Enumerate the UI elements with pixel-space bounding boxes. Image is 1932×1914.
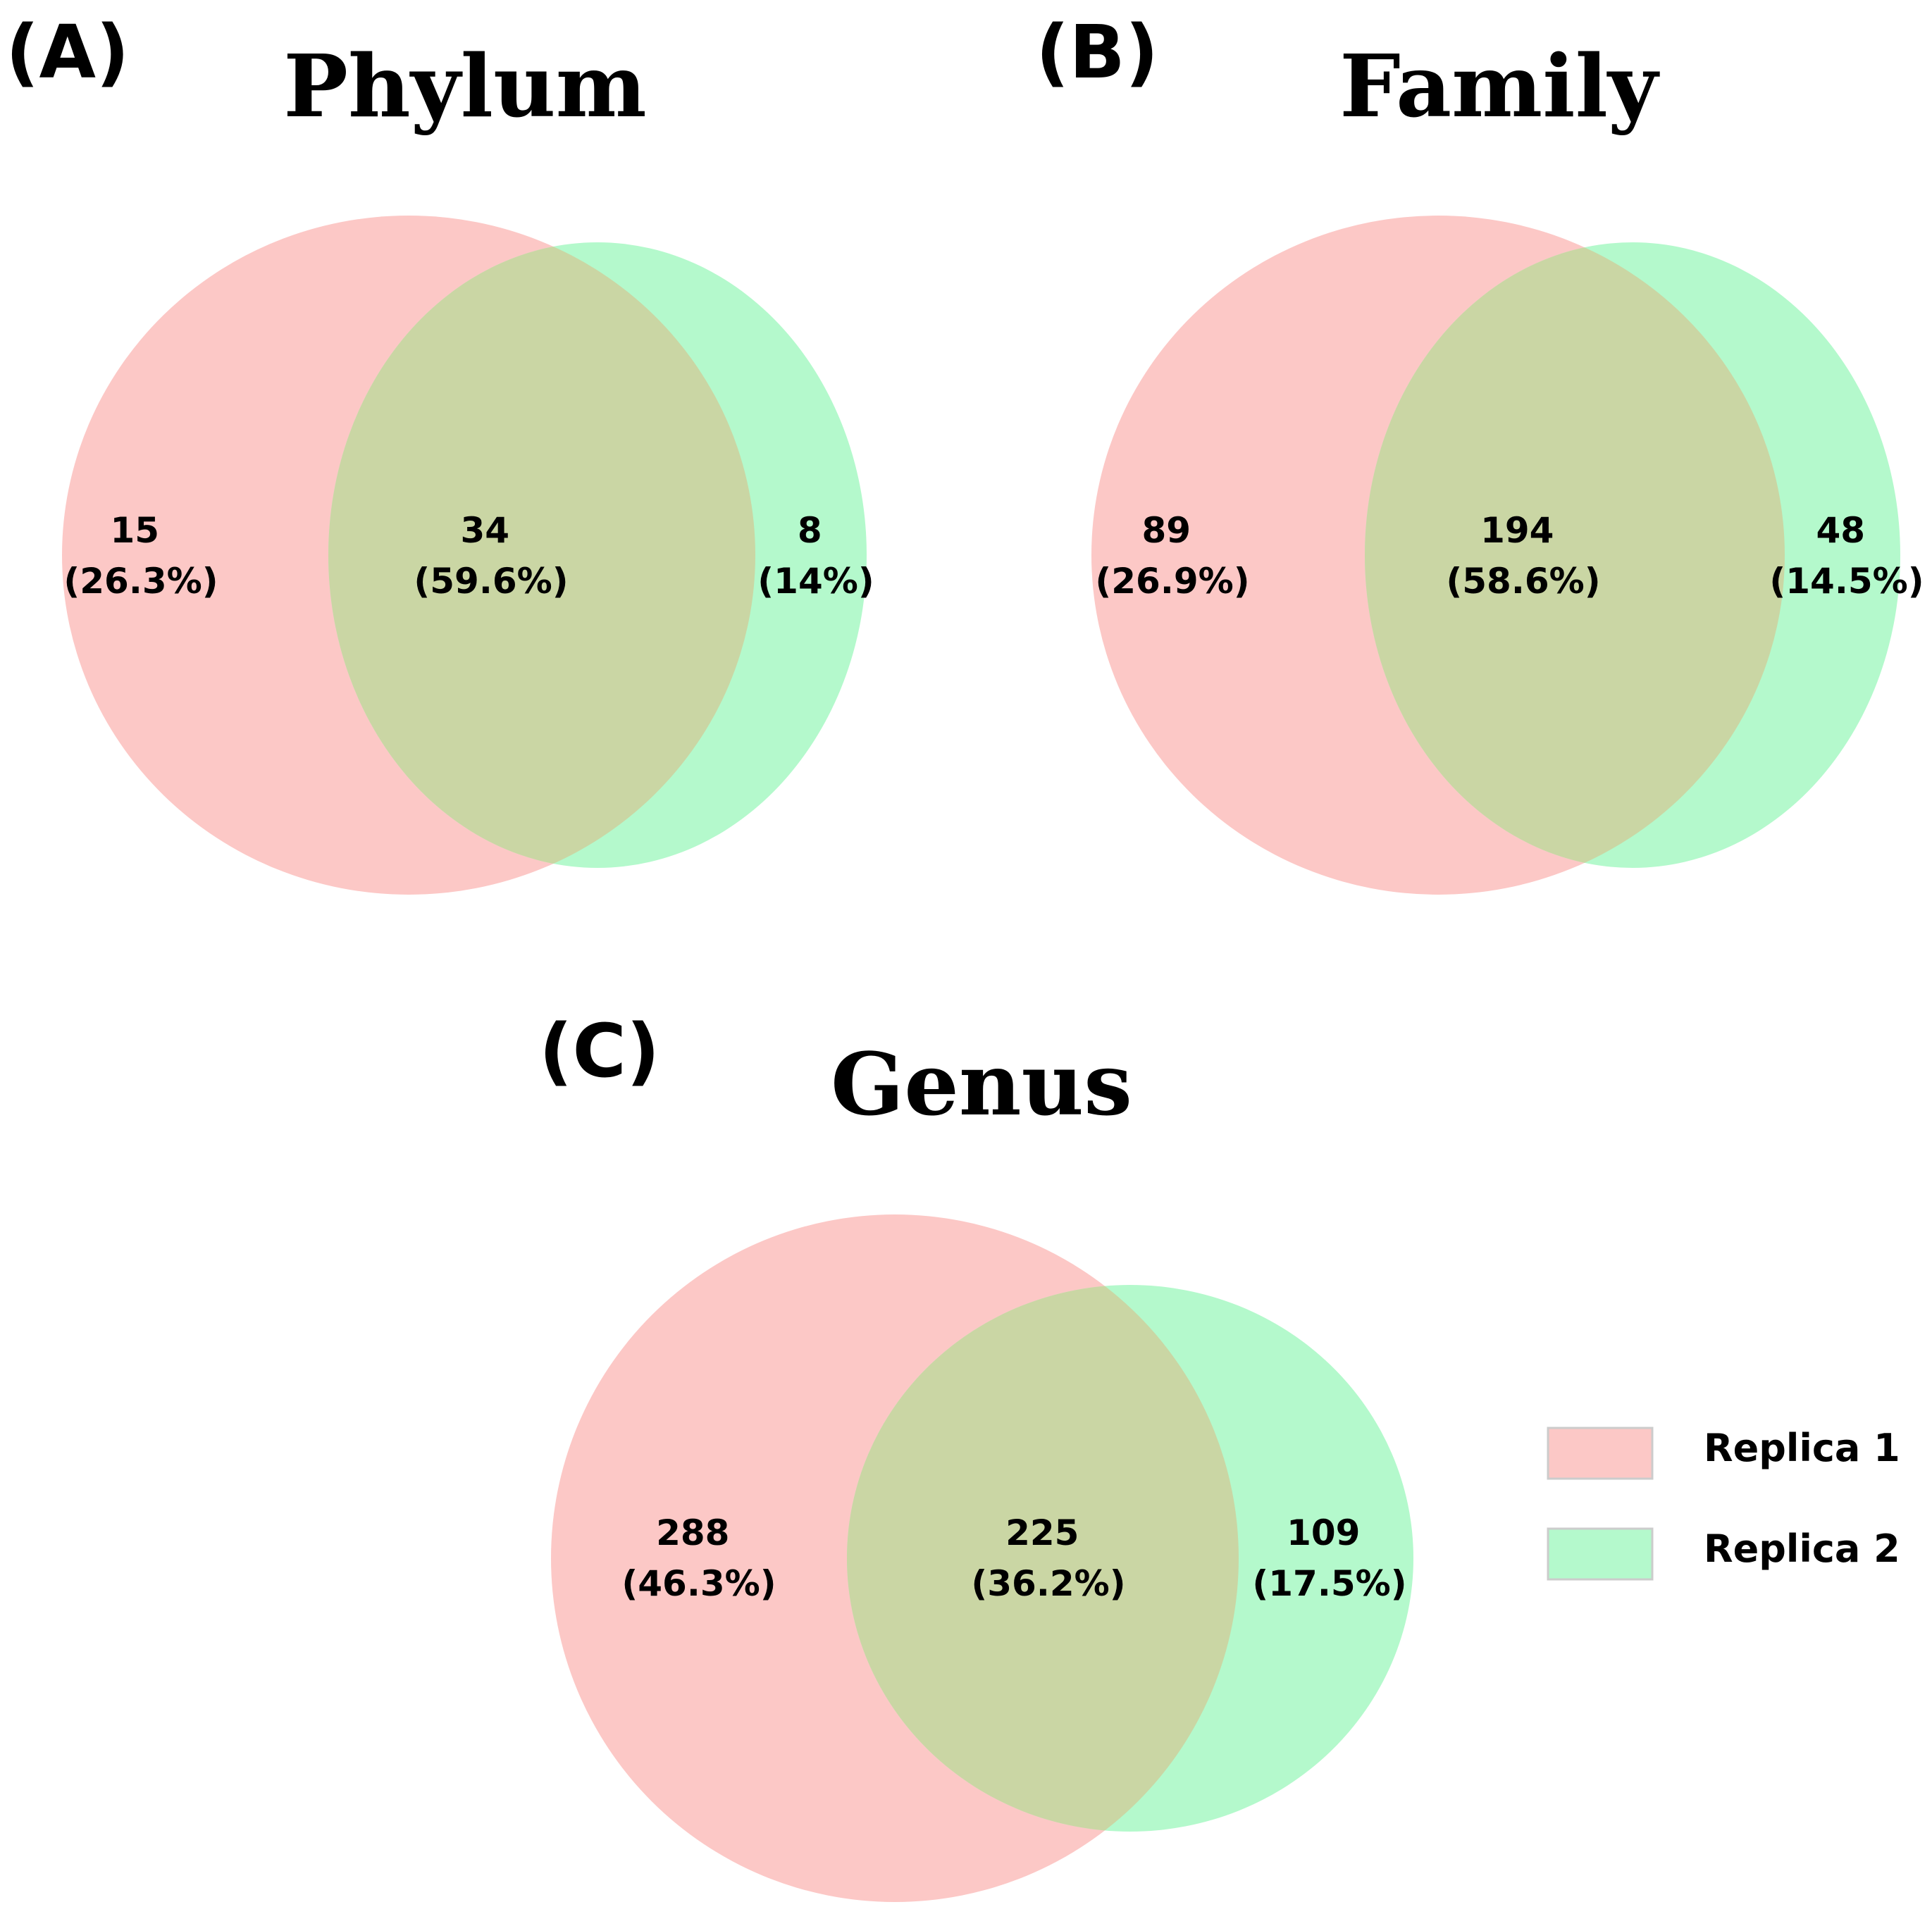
panel-letter: (B) (1036, 9, 1158, 95)
panel-title: Phylum (283, 35, 646, 137)
only-replica-2-label: 48 (14.5%) (1769, 510, 1924, 602)
only-replica-1-count: 288 (656, 1512, 729, 1553)
legend-label: Replica 1 (1704, 1426, 1900, 1470)
shared-count: 225 (1005, 1512, 1079, 1553)
only-replica-1-count: 15 (110, 510, 159, 551)
panel-title: Family (1339, 35, 1660, 137)
venn-diagram (551, 1214, 1413, 1902)
only-replica-2-label: 109 (17.5%) (1252, 1512, 1406, 1604)
venn-diagram (62, 216, 867, 895)
only-replica-2-percent: (17.5%) (1252, 1563, 1406, 1604)
shared-percent: (36.2%) (971, 1563, 1125, 1604)
only-replica-1-percent: (46.3%) (621, 1563, 776, 1604)
shared-percent: (59.6%) (414, 561, 568, 602)
only-replica-1-percent: (26.3%) (63, 561, 218, 602)
legend-swatch (1547, 1427, 1654, 1480)
only-replica-2-count: 109 (1287, 1512, 1360, 1553)
only-replica-1-percent: (26.9%) (1095, 561, 1249, 602)
shared-percent: (58.6%) (1446, 561, 1600, 602)
venn-diagram (1091, 216, 1900, 895)
only-replica-2-label: 8 (14%) (757, 510, 874, 602)
panel-letter: (A) (6, 9, 130, 95)
only-replica-2-count: 8 (798, 510, 822, 551)
shared-count: 34 (460, 510, 509, 551)
only-replica-1-label: 89 (26.9%) (1095, 510, 1249, 602)
only-replica-1-count: 89 (1141, 510, 1191, 551)
only-replica-2-count: 48 (1816, 510, 1865, 551)
only-replica-2-percent: (14.5%) (1769, 561, 1924, 602)
only-replica-1-label: 15 (26.3%) (63, 510, 218, 602)
panel-family: (B) Family 89 (26.9%) 194 (58.6%) 48 (14… (1036, 9, 1924, 895)
shared-label: 225 (36.2%) (971, 1512, 1125, 1604)
shared-label: 194 (58.6%) (1446, 510, 1600, 602)
panel-phylum: (A) Phylum 15 (26.3%) 34 (59.6%) 8 (14%) (6, 9, 874, 895)
shared-count: 194 (1480, 510, 1554, 551)
legend-item-replica-1: Replica 1 (1547, 1426, 1900, 1480)
overlap-region (847, 1285, 1239, 1832)
only-replica-2-percent: (14%) (757, 561, 874, 602)
legend-item-replica-2: Replica 2 (1547, 1527, 1900, 1581)
shared-label: 34 (59.6%) (414, 510, 568, 602)
panel-letter: (C) (539, 1008, 660, 1094)
legend: Replica 1 Replica 2 (1547, 1426, 1900, 1581)
panel-title: Genus (831, 1033, 1132, 1135)
panel-genus: (C) Genus 288 (46.3%) 225 (36.2%) 109 (1… (539, 1008, 1413, 1902)
legend-swatch (1547, 1527, 1654, 1581)
legend-label: Replica 2 (1704, 1527, 1900, 1571)
only-replica-1-label: 288 (46.3%) (621, 1512, 776, 1604)
